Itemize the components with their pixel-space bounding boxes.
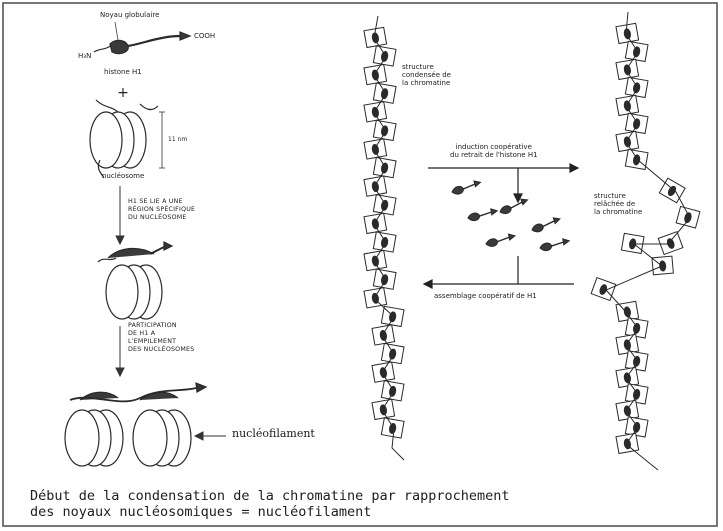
nucleosome-box: [652, 256, 673, 275]
figure-caption: Début de la condensation de la chromatin…: [30, 488, 710, 520]
nucleosome-box: [373, 46, 396, 66]
nucleosome-box: [381, 418, 404, 438]
nucleosome-box: [364, 288, 387, 308]
nucleosome-box: [625, 113, 648, 133]
nucleosome-box: [373, 83, 396, 103]
plus-sign: +: [117, 85, 129, 101]
induction-label: induction coopérative du retrait de l'hi…: [450, 143, 538, 159]
stacked-nucleosomes: [65, 383, 206, 466]
histone-h1-label: histone H1: [104, 68, 142, 76]
nucleosome-box: [381, 381, 404, 401]
nucleosome-box: [364, 250, 387, 270]
nucleosome-box: [373, 120, 396, 140]
step2-label: PARTICIPATION DE H1 A L'EMPILEMENT DES N…: [128, 322, 194, 354]
down-arrow-2: [116, 326, 124, 376]
nucleosome-box: [373, 157, 396, 177]
h3n-label: H₃N: [78, 52, 91, 60]
nucleosome-with-h1: [98, 242, 172, 319]
nucleosome-box: [372, 362, 395, 382]
nucleosome-box: [625, 384, 648, 404]
nucleosome-box: [621, 233, 644, 253]
nucleosome-box: [364, 176, 387, 196]
free-h1-molecules: [451, 179, 570, 251]
size-scale: [159, 112, 165, 168]
nucleosome-label: nucléosome: [102, 172, 144, 180]
nucleosome-box: [373, 269, 396, 289]
step1-label: H1 SE LIE A UNE RÉGION SPÉCIFIQUE DU NUC…: [128, 198, 195, 222]
condensed-structure-label: structure condensée de la chromatine: [402, 63, 451, 87]
caption-line-1: Début de la condensation de la chromatin…: [30, 488, 710, 504]
nucleosome-box: [381, 343, 404, 363]
free-h1: [467, 208, 498, 222]
free-h1: [539, 238, 570, 252]
induction-arrow: [428, 164, 578, 202]
nucleosome-box: [616, 131, 639, 151]
nucleosome-box: [625, 417, 648, 437]
relaxed-chromatin-fiber: [591, 12, 700, 470]
free-h1: [485, 233, 516, 248]
nucleosome-box: [616, 59, 639, 79]
nucleosome-box: [364, 213, 387, 233]
size-label: 11 nm: [168, 136, 187, 144]
nucleosome-box: [625, 318, 648, 338]
free-h1: [530, 216, 561, 234]
assembly-arrow: [424, 256, 574, 288]
nucleosome-box: [364, 139, 387, 159]
relaxed-structure-label: structure relâchée de la chromatine: [594, 192, 642, 216]
nucleosome-box: [616, 23, 639, 43]
nucleosome-box: [373, 195, 396, 215]
assembly-label: assemblage coopératif de H1: [434, 292, 537, 300]
nucleosome-box: [616, 367, 639, 387]
nucleosome-box: [625, 149, 648, 169]
nucleosome-box: [364, 102, 387, 122]
nucleosome-box: [658, 232, 683, 255]
caption-line-2: des noyaux nucléosomiques = nucléofilame…: [30, 504, 710, 520]
free-h1: [498, 197, 529, 215]
down-arrow-1: [116, 186, 124, 244]
free-h1: [451, 179, 482, 195]
nucleosome-box: [372, 399, 395, 419]
nucleosome-box: [616, 433, 639, 453]
cooh-label: COOH: [194, 32, 215, 40]
globular-leader: [115, 22, 118, 40]
nucleofilament-label: nucléofilament: [232, 430, 315, 438]
nucleosome-box: [364, 64, 387, 84]
nucleosome-box: [372, 325, 395, 345]
nucleosome-box: [676, 206, 700, 228]
nucleosome-box: [616, 334, 639, 354]
nucleosome-box: [616, 400, 639, 420]
nucleosome-box: [625, 41, 648, 61]
nucleosome-box: [625, 77, 648, 97]
nucleofilament-pointer: [195, 432, 226, 440]
globular-head-label: Noyau globulaire: [100, 11, 159, 19]
histone-h1-molecule: [94, 32, 190, 54]
nucleosome-box: [616, 95, 639, 115]
condensed-chromatin-fiber: [364, 16, 404, 460]
nucleosome-box: [373, 232, 396, 252]
nucleosome-core: [90, 100, 158, 178]
nucleosome-box: [625, 351, 648, 371]
